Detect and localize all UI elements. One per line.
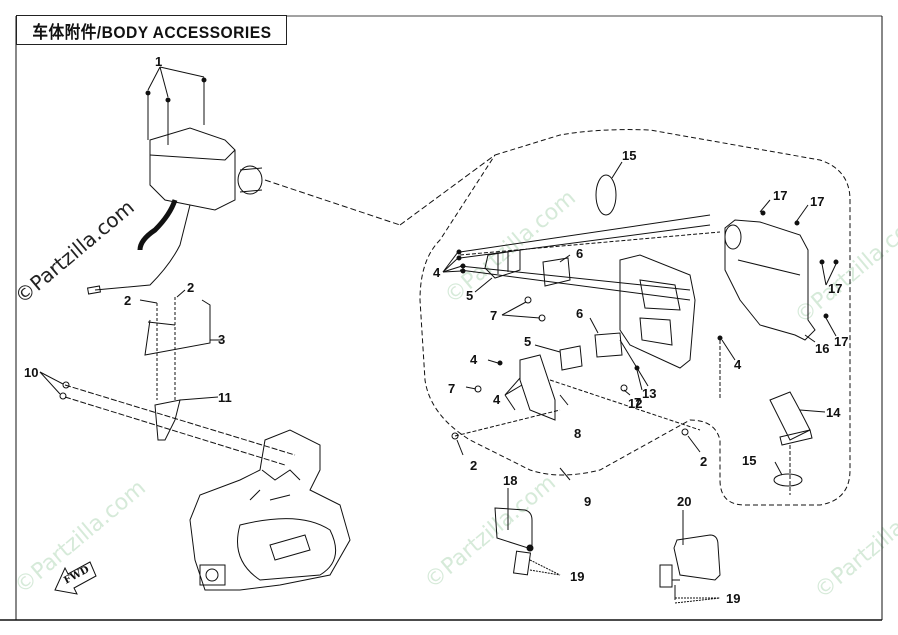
title-box: 车体附件/BODY ACCESSORIES bbox=[16, 15, 287, 45]
callout-4[interactable]: 4 bbox=[470, 352, 478, 367]
leader-airbox-2 bbox=[399, 154, 496, 226]
engine-part bbox=[189, 429, 351, 591]
callout-4[interactable]: 4 bbox=[493, 392, 501, 407]
leader-4c3 bbox=[504, 394, 516, 411]
callout-17[interactable]: 17 bbox=[810, 194, 824, 209]
callout-19[interactable]: 19 bbox=[726, 591, 740, 606]
airbox-part bbox=[86, 127, 263, 295]
leader-4b bbox=[487, 359, 499, 364]
callout-17[interactable]: 17 bbox=[773, 188, 787, 203]
leader-2a bbox=[139, 299, 158, 304]
callout-5[interactable]: 5 bbox=[524, 334, 531, 349]
callout-7[interactable]: 7 bbox=[448, 381, 455, 396]
callout-17[interactable]: 17 bbox=[834, 334, 848, 349]
fwd-arrow bbox=[54, 561, 97, 595]
leader-2d bbox=[687, 435, 701, 453]
callout-11[interactable]: 11 bbox=[218, 390, 232, 405]
callout-4[interactable]: 4 bbox=[734, 357, 742, 372]
callout-7[interactable]: 7 bbox=[634, 395, 641, 410]
relay-lower bbox=[519, 317, 701, 431]
leader-4c bbox=[504, 377, 521, 396]
leader-7a bbox=[501, 301, 527, 316]
callout-17[interactable]: 17 bbox=[828, 281, 842, 296]
callout-2[interactable]: 2 bbox=[470, 458, 477, 473]
callout-10[interactable]: 10 bbox=[24, 365, 38, 380]
page-title: 车体附件/BODY ACCESSORIES bbox=[31, 22, 272, 42]
relay-upper bbox=[442, 214, 711, 301]
bolts-1 bbox=[145, 66, 207, 145]
leader-2b bbox=[176, 289, 186, 298]
callout-20[interactable]: 20 bbox=[677, 494, 691, 509]
callout-15[interactable]: 15 bbox=[742, 453, 756, 468]
leader-4c2 bbox=[504, 384, 523, 396]
callout-15[interactable]: 15 bbox=[622, 148, 636, 163]
clamp-15-top bbox=[595, 174, 617, 216]
callout-19[interactable]: 19 bbox=[570, 569, 584, 584]
callout-3[interactable]: 3 bbox=[218, 332, 225, 347]
callouts: 1 2 2 3 10 11 15 4 5 6 7 6 5 4 7 4 8 7 1… bbox=[24, 54, 848, 606]
leader-15a bbox=[611, 161, 623, 179]
assembly-outline-9 bbox=[419, 129, 851, 506]
leader-2c-dash bbox=[454, 409, 561, 437]
nut-7 bbox=[620, 384, 628, 392]
callout-18[interactable]: 18 bbox=[503, 473, 517, 488]
leader-7b bbox=[465, 386, 477, 390]
leader-7c bbox=[623, 389, 631, 396]
callout-8[interactable]: 8 bbox=[574, 426, 581, 441]
callout-16[interactable]: 16 bbox=[815, 341, 829, 356]
callout-5[interactable]: 5 bbox=[466, 288, 473, 303]
leader-airbox bbox=[264, 179, 401, 226]
rod-10-11 bbox=[39, 371, 296, 466]
leader-9 bbox=[559, 467, 571, 481]
callout-12[interactable]: 12 bbox=[628, 396, 642, 411]
leader-13 bbox=[619, 339, 649, 387]
callout-2[interactable]: 2 bbox=[187, 280, 194, 295]
intake-duct-14 bbox=[769, 391, 826, 495]
callout-2[interactable]: 2 bbox=[700, 454, 707, 469]
nut-2 bbox=[681, 428, 689, 436]
callout-2[interactable]: 2 bbox=[124, 293, 131, 308]
callout-9[interactable]: 9 bbox=[584, 494, 591, 509]
callout-7[interactable]: 7 bbox=[490, 308, 497, 323]
mirror-18 bbox=[494, 488, 561, 576]
callout-1[interactable]: 1 bbox=[155, 54, 162, 69]
callout-4[interactable]: 4 bbox=[433, 265, 441, 280]
callout-13[interactable]: 13 bbox=[642, 386, 656, 401]
nut-2 bbox=[451, 432, 459, 440]
callout-6[interactable]: 6 bbox=[576, 246, 583, 261]
nut-7 bbox=[524, 296, 532, 304]
bracket-3-part bbox=[144, 297, 222, 400]
leader-2c bbox=[456, 439, 464, 456]
screw-4 bbox=[497, 360, 503, 366]
fuse-box-cover-13 bbox=[619, 254, 696, 369]
housing-16 bbox=[459, 199, 839, 400]
mirror-20 bbox=[659, 510, 721, 604]
leader-12 bbox=[636, 369, 643, 391]
callout-14[interactable]: 14 bbox=[826, 405, 841, 420]
callout-6[interactable]: 6 bbox=[576, 306, 583, 321]
leader-7a2 bbox=[501, 314, 541, 319]
